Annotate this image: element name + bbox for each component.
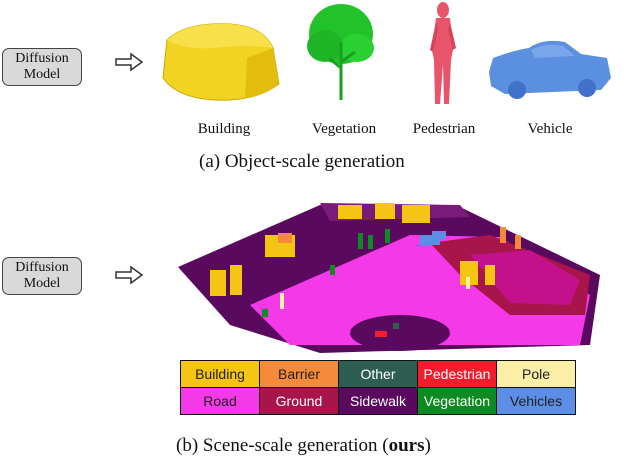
arrow-right-icon <box>115 265 144 285</box>
legend-label: Pedestrian <box>423 366 491 382</box>
scene-pointcloud-image <box>178 203 600 353</box>
legend-label: Pole <box>521 366 551 382</box>
caption-a: (a) Object-scale generation <box>199 151 405 172</box>
legend-label: Vehicles <box>509 393 563 409</box>
caption-b-prefix: (b) Scene-scale generation ( <box>176 435 389 456</box>
caption-b-bold: ours <box>388 435 425 456</box>
object-label-vehicle: Vehicle <box>527 121 573 137</box>
legend-cell-building: Building <box>180 360 260 388</box>
object-label-building: Building <box>197 121 251 137</box>
legend-label: Barrier <box>277 366 320 382</box>
legend-label: Other <box>360 366 396 382</box>
legend-row: Road Ground Sidewalk Vegetation Vehicles <box>180 387 576 415</box>
legend-cell-barrier: Barrier <box>259 360 339 388</box>
person-icon <box>430 2 456 104</box>
legend-cell-sidewalk: Sidewalk <box>338 387 418 415</box>
arrow-right-icon <box>115 52 144 72</box>
legend-label: Sidewalk <box>349 393 407 409</box>
legend-cell-vehicles: Vehicles <box>496 387 576 415</box>
object-label-vegetation: Vegetation <box>311 121 377 137</box>
caption-b-suffix: ) <box>424 435 431 456</box>
object-label-pedestrian: Pedestrian <box>412 121 476 137</box>
model-label-line2: Model <box>23 276 61 291</box>
legend-cell-road: Road <box>180 387 260 415</box>
legend-row: Building Barrier Other Pedestrian Pole <box>180 360 576 388</box>
caption-b: (b) Scene-scale generation (ours) <box>176 435 431 457</box>
legend-cell-vegetation: Vegetation <box>417 387 497 415</box>
legend-label: Building <box>195 366 245 382</box>
building-icon <box>162 23 280 101</box>
car-icon <box>489 40 611 99</box>
legend-cell-pedestrian: Pedestrian <box>417 360 497 388</box>
model-label-line1: Diffusion <box>15 51 69 66</box>
model-label-line1: Diffusion <box>15 260 69 275</box>
legend-label: Road <box>203 393 237 409</box>
legend-table: Building Barrier Other Pedestrian Pole R… <box>180 360 576 415</box>
legend-cell-ground: Ground <box>259 387 339 415</box>
legend-cell-other: Other <box>338 360 418 388</box>
legend-cell-pole: Pole <box>496 360 576 388</box>
legend-label: Ground <box>275 393 323 409</box>
tree-icon <box>307 4 374 100</box>
model-label-line2: Model <box>23 67 61 82</box>
legend-label: Vegetation <box>423 393 491 409</box>
